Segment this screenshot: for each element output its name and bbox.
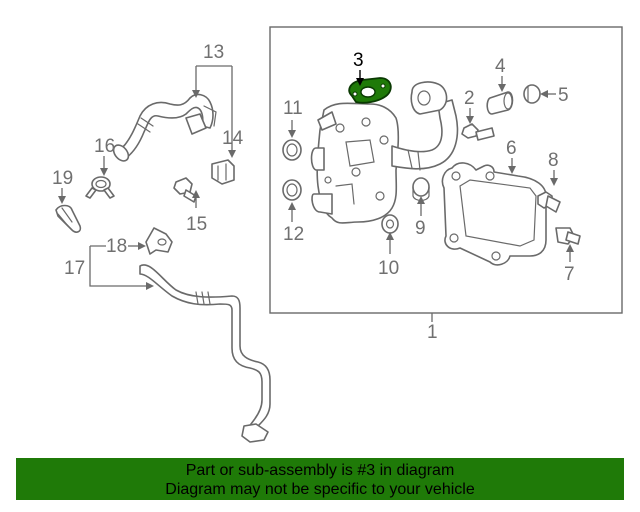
part-12-seal[interactable] [282, 179, 302, 201]
part-15-bolt[interactable] [173, 177, 197, 203]
part-10-washer[interactable] [381, 214, 399, 234]
callout-labels: 13 14 15 16 19 18 17 11 12 3 4 5 2 6 8 7… [52, 42, 575, 343]
label-18: 18 [106, 236, 127, 257]
part-6-oil-cooler[interactable] [441, 162, 547, 266]
part-11-seal[interactable] [282, 139, 302, 161]
label-1: 1 [427, 322, 438, 343]
label-13: 13 [203, 42, 224, 63]
info-banner: Part or sub-assembly is #3 in diagram Di… [16, 458, 624, 500]
banner-line-part-info: Part or sub-assembly is #3 in diagram [185, 462, 455, 479]
label-14: 14 [222, 128, 244, 149]
label-10: 10 [378, 258, 399, 279]
gasket-bolt-hole-right [380, 83, 386, 89]
part-4-cap[interactable] [486, 91, 514, 115]
banner-line-disclaimer: Diagram may not be specific to your vehi… [165, 481, 475, 498]
housing-pipe-elbow [391, 81, 459, 171]
label-6: 6 [506, 138, 517, 159]
part-7-bolt[interactable] [555, 227, 581, 245]
label-4: 4 [495, 56, 506, 77]
oil-filter-housing[interactable] [310, 102, 400, 224]
part-13-upper-hose[interactable] [111, 93, 217, 164]
label-16: 16 [94, 136, 115, 157]
part-3-gasket-highlighted[interactable] [348, 77, 392, 104]
part-2-bolt[interactable] [461, 123, 495, 141]
label-12: 12 [283, 224, 304, 245]
label-2: 2 [464, 88, 475, 109]
label-7: 7 [564, 264, 575, 285]
part-16-clamp[interactable] [85, 176, 115, 199]
label-9: 9 [415, 218, 426, 239]
label-17: 17 [64, 258, 85, 279]
label-15: 15 [186, 214, 207, 235]
label-19: 19 [52, 168, 73, 189]
assembly-box [269, 26, 623, 314]
leader-lines [58, 65, 574, 322]
label-8: 8 [548, 150, 559, 171]
gasket-bolt-hole-left [352, 91, 358, 97]
part-8-bolt[interactable] [537, 191, 561, 213]
part-14-clip[interactable] [211, 159, 235, 185]
part-19-connector[interactable] [55, 204, 82, 233]
label-11: 11 [283, 98, 303, 119]
label-3-highlighted: 3 [353, 50, 364, 71]
part-18-bracket[interactable] [145, 227, 173, 255]
gasket-hole [360, 86, 376, 98]
part-17-lower-pipe[interactable] [139, 264, 271, 443]
part-5-plug[interactable] [523, 84, 541, 104]
label-5: 5 [558, 85, 569, 106]
